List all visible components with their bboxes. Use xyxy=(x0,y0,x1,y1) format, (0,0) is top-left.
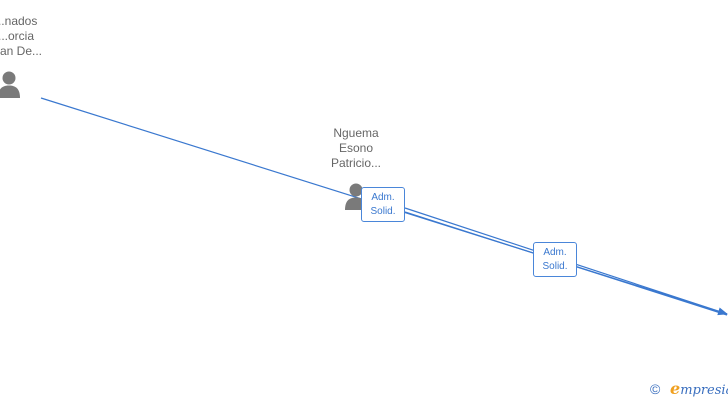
node-label-line: ...nados xyxy=(0,14,38,28)
edge-role-line: Adm. xyxy=(371,192,395,203)
node-label-line: Esono xyxy=(338,141,374,155)
edge-role-line: Adm. xyxy=(543,247,567,258)
brand-name: mpresia xyxy=(680,383,728,398)
node-label-line: Patricio... xyxy=(330,156,381,170)
node-label-line: Nguema xyxy=(333,126,379,140)
brand-logo[interactable]: empresia xyxy=(670,380,728,400)
copyright-icon: © xyxy=(650,381,661,397)
edge-role-badge[interactable]: Adm. Solid. xyxy=(361,187,405,222)
person-icon[interactable] xyxy=(0,70,21,98)
node-label-person-2[interactable]: Nguema Esono Patricio... xyxy=(296,126,416,171)
edge-role-line: Solid. xyxy=(542,261,568,272)
edge-role-badge[interactable]: Adm. Solid. xyxy=(533,242,577,277)
node-label-line: ...an De... xyxy=(0,44,43,58)
edge-role-line: Solid. xyxy=(370,206,396,217)
node-label-person-1[interactable]: ...nados ...orcia ...an De... xyxy=(0,14,76,59)
brand-initial: e xyxy=(670,379,681,398)
node-label-line: ...orcia xyxy=(0,29,34,43)
brand-footer: © empresia xyxy=(650,380,728,400)
